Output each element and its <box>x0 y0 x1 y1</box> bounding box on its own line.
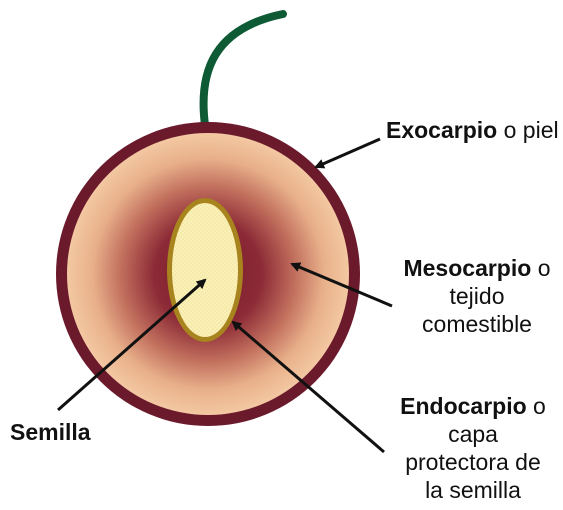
mesocarpio-line-2: tejido <box>392 282 562 310</box>
endocarpio-line-4: la semilla <box>388 476 558 504</box>
exocarpio-arrow <box>316 139 380 167</box>
exocarpio-label: Exocarpio o piel <box>386 116 559 144</box>
endocarpio-connector: o <box>527 393 546 419</box>
semilla-term: Semilla <box>10 419 91 445</box>
semilla-label: Semilla <box>10 418 91 446</box>
mesocarpio-line-3: comestible <box>392 310 562 338</box>
endocarpio-line-3: protectora de <box>388 448 558 476</box>
endocarpio-line-2: capa <box>388 420 558 448</box>
stem <box>204 14 283 125</box>
mesocarpio-line-1: Mesocarpio o <box>392 254 562 282</box>
endocarpio-label: Endocarpio o capa protectora de la semil… <box>388 392 558 504</box>
exocarpio-description: o piel <box>497 117 558 143</box>
mesocarpio-label: Mesocarpio o tejido comestible <box>392 254 562 338</box>
exocarpio-term: Exocarpio <box>386 117 497 143</box>
endocarpio-line-1: Endocarpio o <box>388 392 558 420</box>
mesocarpio-connector: o <box>531 255 550 281</box>
seed <box>172 203 238 337</box>
endocarpio-term: Endocarpio <box>400 393 527 419</box>
mesocarpio-term: Mesocarpio <box>403 255 531 281</box>
